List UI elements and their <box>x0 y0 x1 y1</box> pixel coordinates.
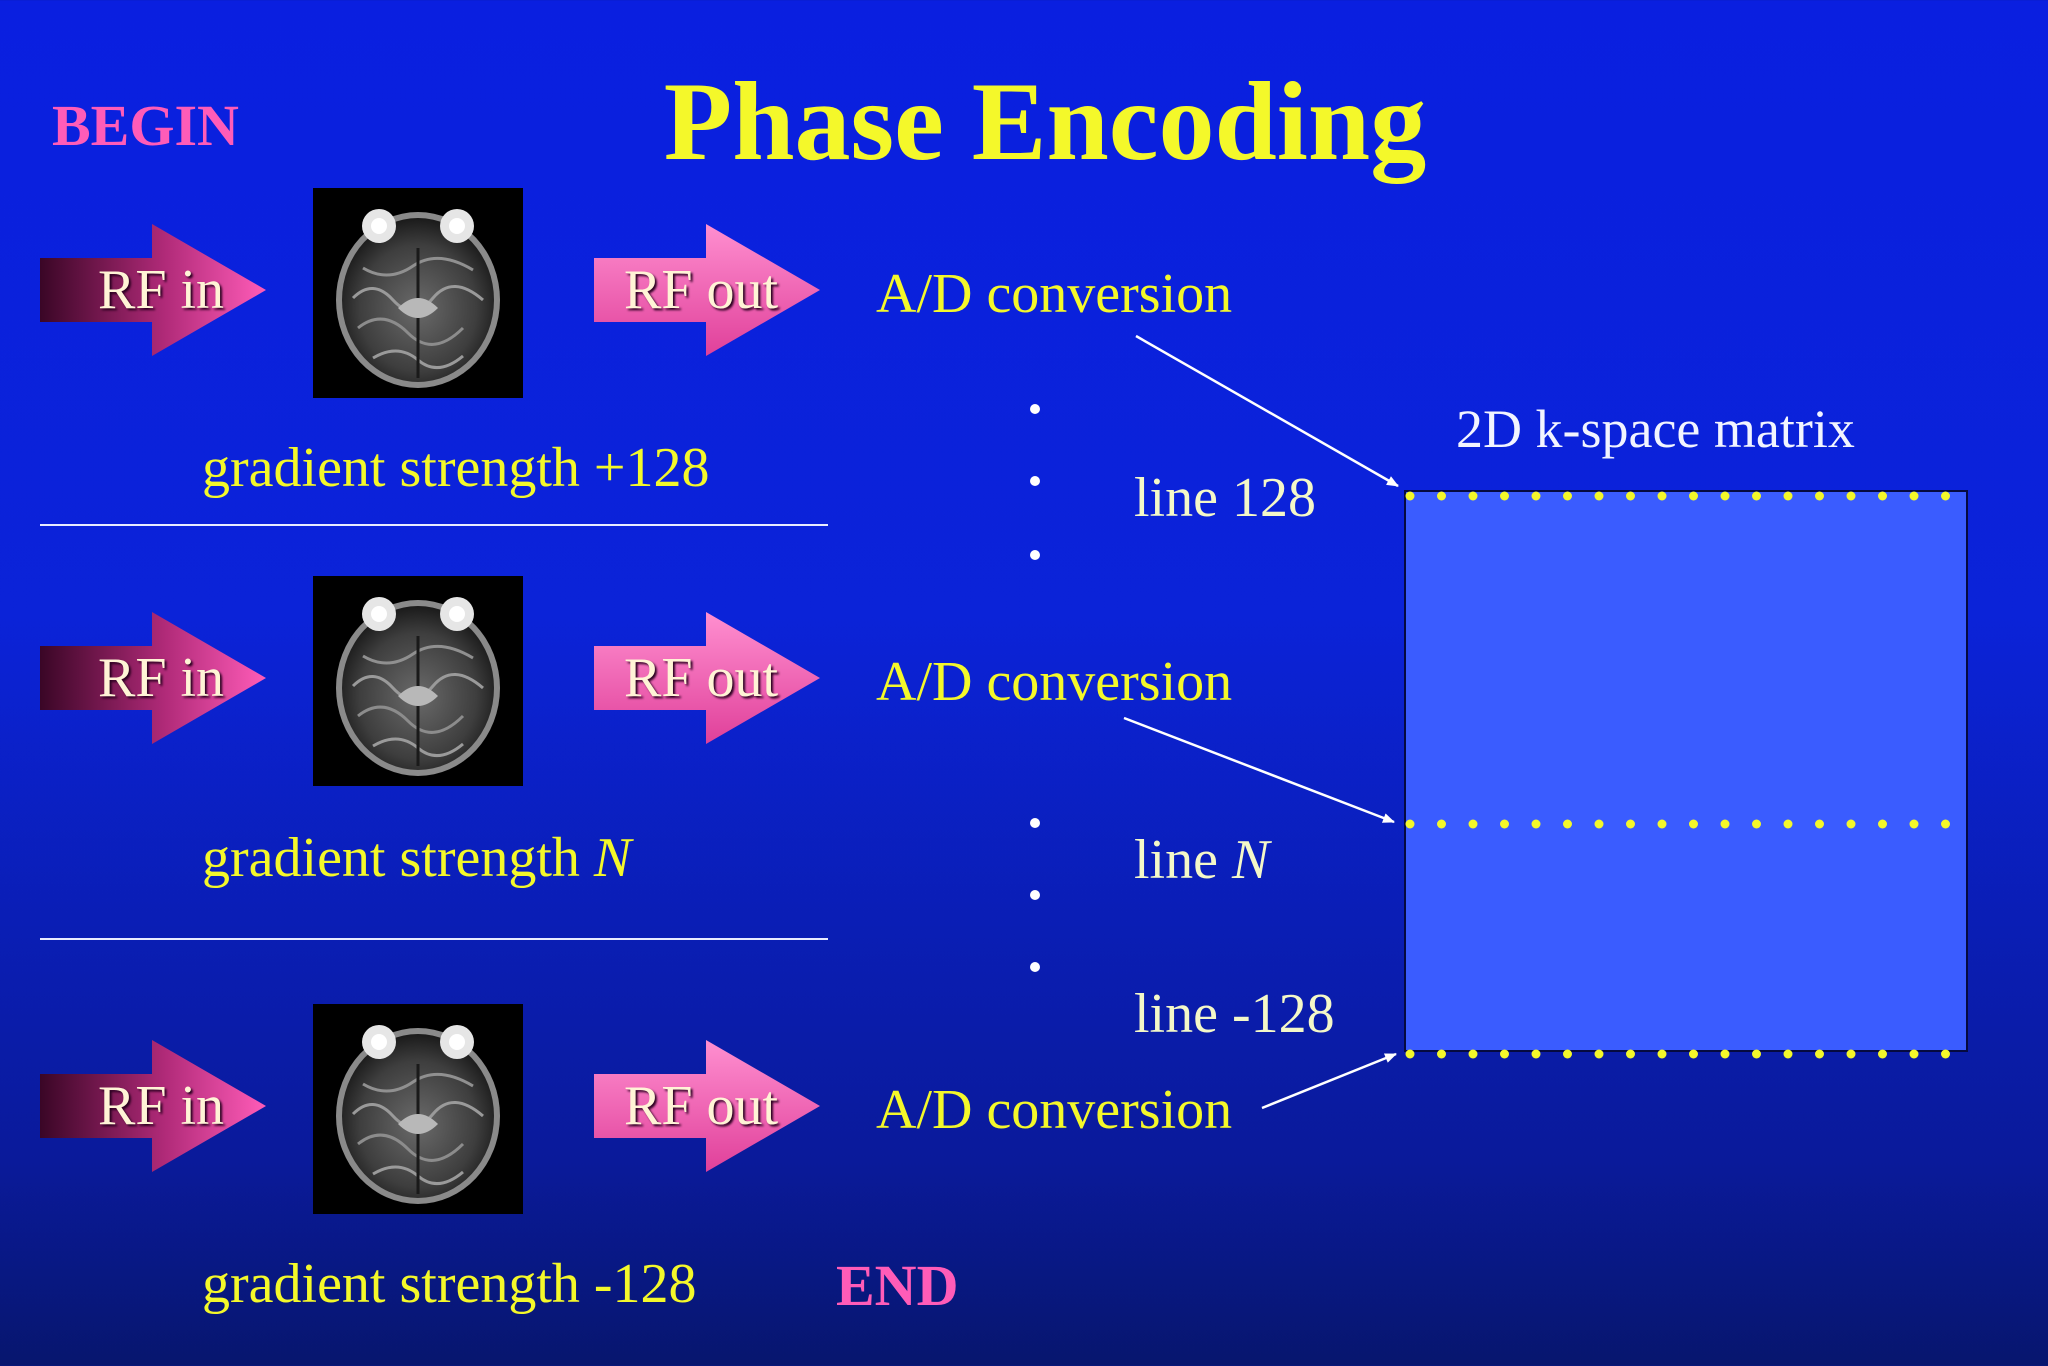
rf-in-label: RF in <box>98 1075 225 1137</box>
rf-out-arrow-icon <box>594 1040 820 1172</box>
line-128-label: line 128 <box>1134 467 1316 529</box>
rf-out-label: RF out <box>624 647 779 709</box>
rf-in-arrow-icon <box>40 612 266 744</box>
brain-scan-icon <box>313 576 523 786</box>
line-n-variable: N <box>1231 829 1270 891</box>
rf-in-arrow-icon <box>40 224 266 356</box>
arrow-to-line-n <box>1123 716 1395 824</box>
kspace-matrix <box>1404 490 1968 1052</box>
ellipsis-dot <box>1030 890 1040 900</box>
rf-in-label: RF in <box>98 647 225 709</box>
gradient-strength-variable: N <box>593 827 632 889</box>
ad-conversion-1: A/D conversion <box>876 263 1233 325</box>
rf-in-label: RF in <box>98 259 225 321</box>
ellipsis-dot <box>1030 962 1040 972</box>
rf-in-arrow-2: RF in <box>40 612 276 744</box>
ellipsis-dot <box>1030 476 1040 486</box>
brain-scan-image-1 <box>313 188 523 398</box>
line-n-label: line N <box>1134 828 1269 892</box>
begin-label: BEGIN <box>52 93 239 158</box>
arrow-to-line-minus-128 <box>1261 1052 1397 1110</box>
ellipsis-dot <box>1030 818 1040 828</box>
line-n-text: line <box>1134 829 1232 891</box>
rf-out-arrow-3: RF out <box>594 1040 830 1172</box>
rf-out-arrow-1: RF out <box>594 224 830 356</box>
kspace-matrix-label: 2D k-space matrix <box>1456 399 1855 459</box>
rf-out-label: RF out <box>624 1075 779 1137</box>
rf-in-arrow-icon <box>40 1040 266 1172</box>
brain-scan-icon <box>313 188 523 398</box>
ad-conversion-3: A/D conversion <box>876 1079 1233 1141</box>
rf-in-arrow-3: RF in <box>40 1040 276 1172</box>
ad-conversion-2: A/D conversion <box>876 651 1233 713</box>
slide-title: Phase Encoding <box>663 60 1427 184</box>
ellipsis-dot <box>1030 404 1040 414</box>
rf-out-arrow-2: RF out <box>594 612 830 744</box>
gradient-strength-3: gradient strength -128 <box>202 1253 697 1315</box>
gradient-strength-text: gradient strength <box>202 827 594 889</box>
ellipsis-dot <box>1030 550 1040 560</box>
rf-out-arrow-icon <box>594 224 820 356</box>
brain-scan-icon <box>313 1004 523 1214</box>
row-separator-2 <box>40 938 828 940</box>
rf-out-label: RF out <box>624 259 779 321</box>
gradient-strength-1: gradient strength +128 <box>202 437 710 499</box>
arrow-to-line-128 <box>1135 334 1399 488</box>
row-separator-1 <box>40 524 828 526</box>
end-label: END <box>836 1253 959 1318</box>
rf-in-arrow-1: RF in <box>40 224 276 356</box>
brain-scan-image-2 <box>313 576 523 786</box>
brain-scan-image-3 <box>313 1004 523 1214</box>
gradient-strength-2: gradient strength N <box>202 826 631 890</box>
rf-out-arrow-icon <box>594 612 820 744</box>
line-minus-128-label: line -128 <box>1134 983 1335 1045</box>
